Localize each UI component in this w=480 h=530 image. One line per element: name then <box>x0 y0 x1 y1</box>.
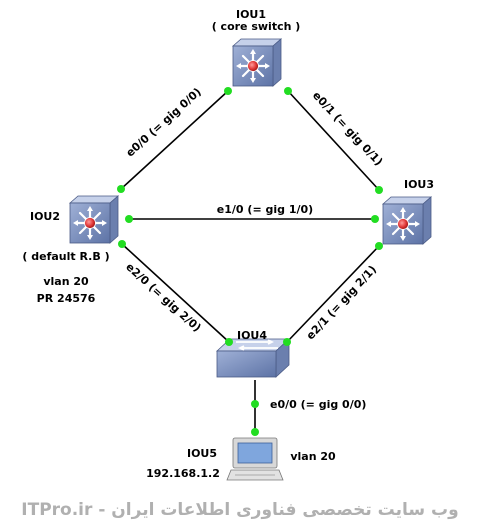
port-dot <box>225 338 233 346</box>
port-dot <box>117 185 125 193</box>
device-iou4[interactable] <box>215 338 291 378</box>
port-dot <box>251 428 259 436</box>
port-dot <box>371 215 379 223</box>
iou1-name: IOU1 <box>236 8 266 21</box>
iou2-vlan: vlan 20 <box>43 275 89 288</box>
link-label-iou3-iou4: e2/1 (= gig 2/1) <box>304 263 379 342</box>
port-dot <box>283 338 291 346</box>
link-label-iou4-iou5: e0/0 (= gig 0/0) <box>270 398 366 411</box>
device-iou1[interactable] <box>231 37 283 88</box>
device-iou2[interactable] <box>68 194 120 245</box>
iou4-name: IOU4 <box>237 329 267 342</box>
link-iou3-iou4[interactable] <box>286 245 380 343</box>
link-iou1-iou2[interactable] <box>120 90 229 190</box>
iou2-role: ( default R.B ) <box>22 250 109 263</box>
iou2-name: IOU2 <box>30 210 60 223</box>
port-dots <box>117 87 383 436</box>
iou5-name: IOU5 <box>187 447 217 460</box>
link-label-iou2-iou4: e2/0 (= gig 2/0) <box>123 260 203 334</box>
iou2-priority: PR 24576 <box>37 292 96 305</box>
device-iou3[interactable] <box>381 195 433 246</box>
footer-watermark: ITPro.ir - وب سایت تخصصی فناوری اطلاعات … <box>21 500 458 520</box>
link-iou2-iou4[interactable] <box>121 243 230 343</box>
port-dot <box>375 186 383 194</box>
port-dot <box>224 87 232 95</box>
port-dot <box>118 240 126 248</box>
iou1-role: ( core switch ) <box>212 20 301 33</box>
port-dot <box>375 242 383 250</box>
iou5-vlan: vlan 20 <box>290 450 336 463</box>
link-label-iou2-iou3: e1/0 (= gig 1/0) <box>217 203 313 216</box>
link-iou1-iou3[interactable] <box>287 90 380 191</box>
port-dot <box>251 400 259 408</box>
iou5-ip: 192.168.1.2 <box>146 467 220 480</box>
device-iou5-pc[interactable] <box>226 437 284 481</box>
port-dot <box>125 215 133 223</box>
link-label-iou1-iou2: e0/0 (= gig 0/0) <box>123 85 203 159</box>
iou3-name: IOU3 <box>404 178 434 191</box>
links <box>120 90 380 432</box>
port-dot <box>284 87 292 95</box>
